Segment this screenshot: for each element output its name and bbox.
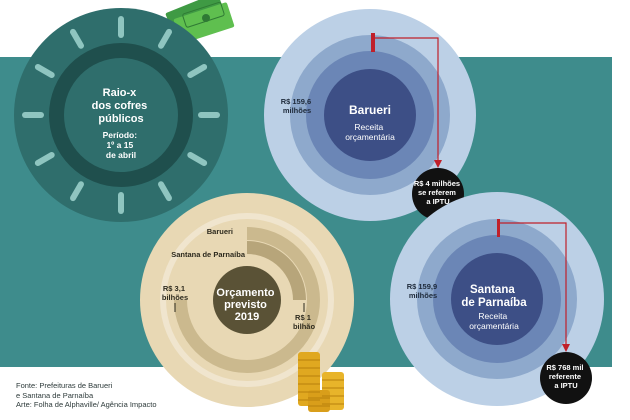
- raiox-period-line-1: Período:: [103, 130, 138, 140]
- footer-credits: Fonte: Prefeituras de Barueri e Santana …: [16, 381, 157, 410]
- santana-title-line-2: de Parnaíba: [461, 297, 527, 309]
- raiox-tick: [158, 28, 172, 49]
- barueri-subtitle-line-2: orçamentária: [345, 132, 395, 142]
- raiox-tick: [34, 152, 55, 166]
- orcamento-circle: Orçamento previsto 2019 Barueri Santana …: [140, 193, 354, 407]
- santana-subtitle-line-1: Receita: [478, 311, 507, 321]
- santana-iptu-line-1: R$ 768 mil: [546, 363, 583, 372]
- raiox-tick: [70, 181, 84, 202]
- orcamento-title-line-1: Orçamento: [216, 287, 274, 299]
- coins-stack-icon: [298, 352, 344, 412]
- footer-line-3: Arte: Folha de Alphaville/ Agência Impac…: [16, 400, 157, 409]
- santana-iptu-marker: [497, 219, 500, 237]
- santana-subtitle-line-2: orçamentária: [469, 321, 519, 331]
- santana-iptu-line-2: referente: [549, 372, 581, 381]
- raiox-ticks: [22, 16, 220, 214]
- svg-text:R$ 159,9 milhões: R$ 159,9 milhões: [407, 282, 440, 300]
- raiox-tick: [34, 64, 55, 78]
- barueri-subtitle-line-1: Receita: [354, 122, 383, 132]
- santana-iptu-bubble: [540, 352, 592, 404]
- raiox-tick: [158, 181, 172, 202]
- orcamento-left-value-line-1: R$ 3,1: [163, 284, 185, 293]
- svg-text:R$ 3,1 bilhões: R$ 3,1 bilhões: [162, 284, 188, 302]
- santana-title-line-1: Santana: [470, 284, 515, 296]
- svg-text:R$ 159,6 milhões: R$ 159,6 milhões: [281, 97, 314, 115]
- orcamento-title-line-2: previsto: [224, 299, 267, 311]
- orcamento-label-barueri: Barueri: [207, 227, 233, 236]
- raiox-title-line-1: Raio-x: [103, 87, 138, 99]
- barueri-iptu-line-3: a IPTU: [426, 197, 449, 206]
- svg-text:R$ 768 mil referente: R$ 768 mil referente a IPTU: [546, 363, 585, 390]
- svg-text:Orçamento previsto: Orçamento previsto 2019: [216, 287, 277, 323]
- barueri-iptu-arrow-line: [375, 37, 439, 162]
- orcamento-left-value-line-2: bilhões: [162, 293, 188, 302]
- svg-text:Período: 1º a 15 d: Período: 1º a 15 de abril: [103, 130, 140, 160]
- santana-iptu-arrow-head: [562, 344, 570, 352]
- orcamento-label-santana: Santana de Parnaíba: [171, 250, 246, 259]
- barueri-value-line-1: R$ 159,6: [281, 97, 311, 106]
- barueri-iptu-arrow-head: [434, 160, 442, 168]
- svg-text:Santana de Parnaíba: Santana de Parnaíba: [461, 284, 527, 309]
- barueri-title: Barueri: [349, 103, 391, 117]
- raiox-tick: [187, 64, 208, 78]
- barueri-iptu-line-2: se referem: [418, 188, 456, 197]
- santana-circle: Santana de Parnaíba Receita orçamentária…: [390, 192, 604, 406]
- orcamento-right-value-line-1: R$ 1: [295, 313, 311, 322]
- orcamento-ring-santana: [247, 241, 306, 300]
- santana-value-line-1: R$ 159,9: [407, 282, 437, 291]
- raiox-period-line-2: 1º a 15: [106, 140, 133, 150]
- barueri-iptu-line-1: R$ 4 milhões: [414, 179, 460, 188]
- svg-text:R$ 1 bilhão: R$ 1 bilhão: [293, 313, 316, 331]
- raiox-tick: [70, 28, 84, 49]
- barueri-value-line-2: milhões: [283, 106, 311, 115]
- barueri-circle: Barueri Receita orçamentária R$ 159,6 mi…: [264, 9, 476, 221]
- santana-iptu-line-3: a IPTU: [554, 381, 577, 390]
- footer-line-2: e Santana de Parnaíba: [16, 390, 94, 400]
- raiox-title-line-3: públicos: [98, 113, 143, 125]
- footer-line-1: Fonte: Prefeituras de Barueri: [16, 381, 113, 390]
- raiox-tick: [187, 152, 208, 166]
- svg-text:Receita orçamentária: Receita orçamentária: [469, 311, 519, 331]
- raiox-period-line-3: de abril: [106, 150, 136, 160]
- svg-text:Raio-x dos cofres: Raio-x dos cofres públicos: [92, 87, 151, 125]
- orcamento-right-value-line-2: bilhão: [293, 322, 316, 331]
- raiox-title-line-2: dos cofres: [92, 100, 148, 112]
- santana-value-line-2: milhões: [409, 291, 437, 300]
- santana-iptu-arrow-line: [500, 222, 567, 346]
- barueri-iptu-marker: [371, 33, 375, 52]
- svg-text:Receita orçamentária: Receita orçamentária: [345, 122, 395, 142]
- orcamento-title-line-3: 2019: [235, 311, 259, 323]
- raiox-circle: Raio-x dos cofres públicos Período: 1º a…: [14, 8, 228, 222]
- svg-text:R$ 4 milhões se referem: R$ 4 milhões se referem a IPTU: [414, 179, 462, 206]
